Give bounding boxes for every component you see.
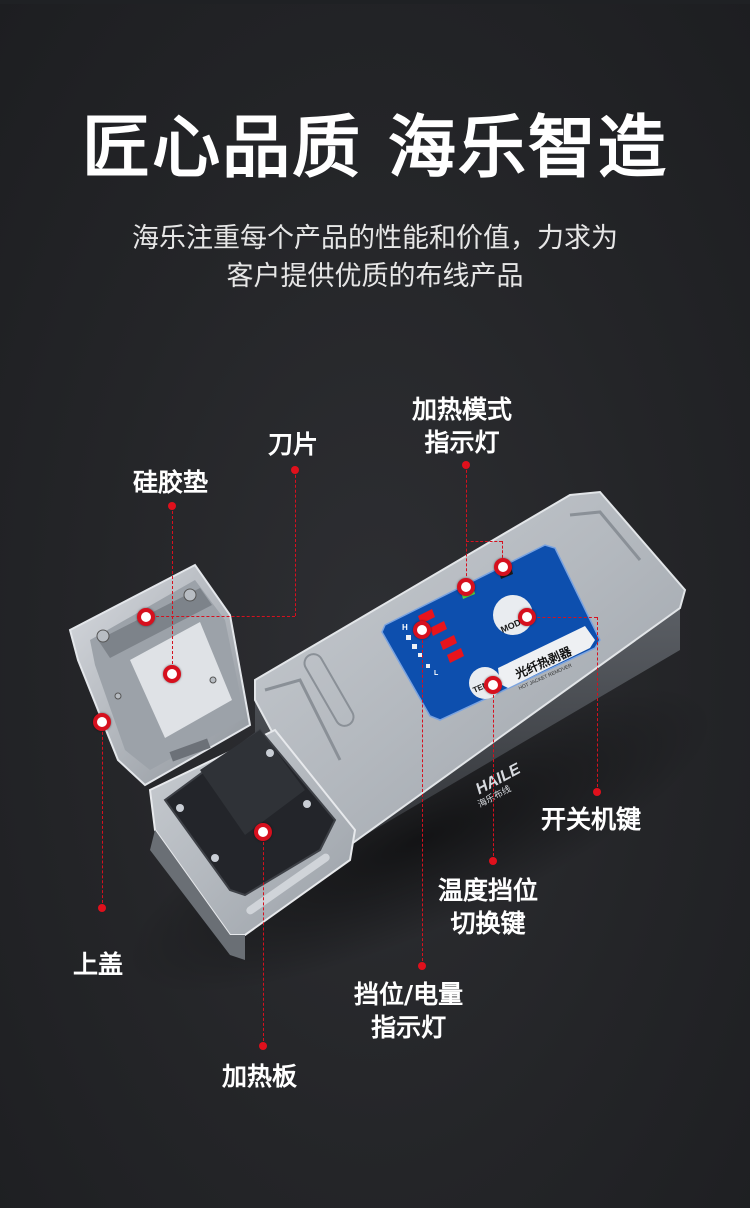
page-subtitle: 海乐注重每个产品的性能和价值，力求为 客户提供优质的布线产品 (0, 220, 750, 296)
heating-mode-leader-v1 (466, 465, 467, 586)
silicone-pad-marker[interactable] (163, 665, 181, 683)
svg-text:H: H (402, 623, 408, 632)
callout-top-cover: 上盖 (73, 950, 124, 979)
blade-leader-v (295, 470, 296, 616)
subtitle-line-2: 客户提供优质的布线产品 (226, 261, 524, 292)
save-mode-led-marker[interactable] (494, 558, 512, 576)
silicone-pad-leader (172, 506, 173, 674)
temp-key-marker[interactable] (484, 676, 502, 694)
heating-plate-marker[interactable] (254, 823, 272, 841)
power-key-marker[interactable] (518, 608, 536, 626)
top-cover-leader (102, 722, 103, 908)
silicone-pad-anchor-dot (168, 502, 176, 510)
heating-mode-leader-v2 (502, 541, 503, 567)
callout-blade: 刀片 (268, 430, 319, 459)
heater-led-marker[interactable] (457, 578, 475, 596)
subtitle-line-1: 海乐注重每个产品的性能和价值，力求为 (132, 223, 618, 254)
top-cover-marker[interactable] (93, 713, 111, 731)
page-title: 匠心品质 海乐智造 (82, 109, 668, 188)
callout-power-key: 开关机键 (541, 805, 642, 834)
power-key-anchor-dot (593, 788, 601, 796)
temp-key-leader (493, 685, 494, 861)
heating-mode-leader-h (466, 541, 502, 542)
callout-silicone-pad: 硅胶垫 (133, 468, 209, 497)
heating-plate-leader (263, 832, 264, 1046)
power-key-leader-h (527, 617, 597, 618)
callout-heating-plate: 加热板 (222, 1062, 298, 1091)
callout-level-battery-indicator: 挡位/电量 指示灯 (354, 980, 464, 1042)
level-indicator-anchor-dot (418, 962, 426, 970)
level-indicator-leader (422, 630, 423, 966)
top-cover-anchor-dot (98, 904, 106, 912)
level-indicator-marker[interactable] (413, 621, 431, 639)
top-edge (0, 0, 750, 4)
temp-key-anchor-dot (489, 857, 497, 865)
heating-plate-anchor-dot (259, 1042, 267, 1050)
blade-marker[interactable] (137, 608, 155, 626)
level-leds (418, 609, 464, 663)
blade-leader-h (146, 616, 295, 617)
svg-text:L: L (434, 670, 439, 677)
blade-anchor-dot (291, 466, 299, 474)
callout-heating-mode-indicator: 加热模式 指示灯 (412, 395, 513, 457)
power-key-leader-v (597, 617, 598, 792)
callout-temp-switch-key: 温度挡位 切换键 (438, 876, 539, 938)
